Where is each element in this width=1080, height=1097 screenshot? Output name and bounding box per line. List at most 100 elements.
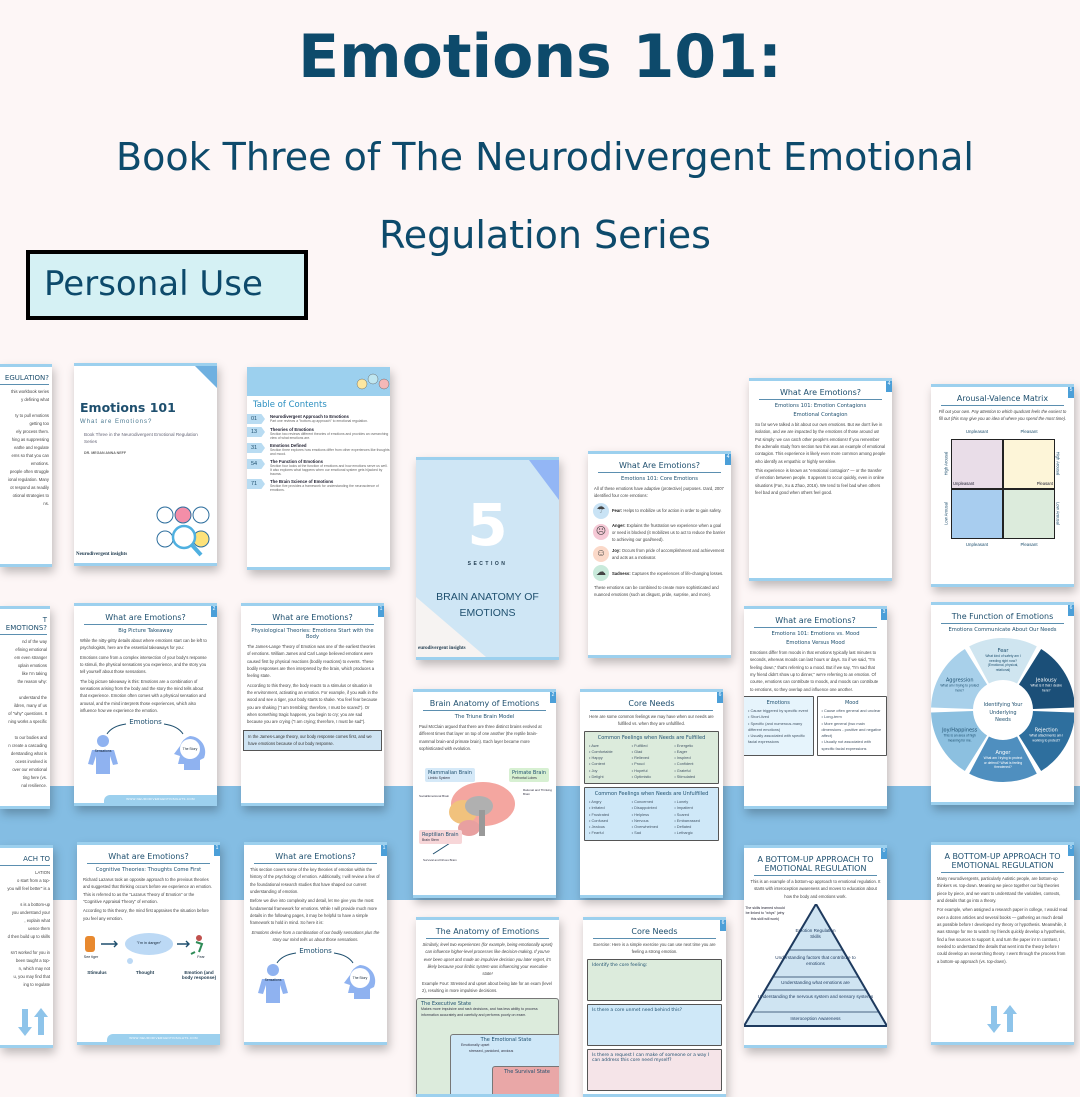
list-item: Optimistic xyxy=(632,774,672,780)
down-arrow xyxy=(987,1006,1001,1033)
page-number-tab: 0 xyxy=(1068,845,1074,856)
emotion-description: Sadness: Captures the experiences of lif… xyxy=(612,570,723,577)
text-line: ns. xyxy=(43,501,49,506)
text-line: you will feel better" is a xyxy=(7,886,50,891)
toc-entry-title: Emotions Defined xyxy=(270,443,307,448)
page-subheading: The Triune Brain Model xyxy=(454,714,515,720)
head-story-icon xyxy=(344,965,376,1000)
text-line: d then build up to skills xyxy=(7,934,50,939)
matrix-quadrant[interactable] xyxy=(1003,488,1055,539)
arrows-icon xyxy=(106,723,184,735)
toc-header-band xyxy=(247,370,390,396)
text-line: n, which may not xyxy=(18,966,50,971)
page-number-tab: 1 xyxy=(381,845,387,856)
text-line: ing to regulate xyxy=(23,982,50,987)
segment-question: This is an area of high meaning for me. xyxy=(943,733,976,742)
text-line: been taught a top- xyxy=(16,958,50,963)
section-number: 5 xyxy=(467,491,508,559)
text-line xyxy=(0,893,50,901)
core-emotion-item: ☂Fear: Helps to mobilize us for action i… xyxy=(593,502,726,519)
column-heading: Emotions xyxy=(766,700,790,707)
text-line: nal resilience. xyxy=(21,783,47,788)
list-item: Sad xyxy=(632,830,672,836)
toc-entry-title: The Brain Science of Emotions xyxy=(270,479,334,484)
story-label: The Story xyxy=(182,747,198,752)
emotion-name: Joy: xyxy=(612,547,621,553)
face xyxy=(174,506,192,524)
segment-emotion: Jealousy xyxy=(1035,677,1057,684)
segment-question: What am I trying to protect here? xyxy=(940,683,980,692)
segment-emotion: Anger xyxy=(995,750,1011,757)
list-item: Stimulated xyxy=(674,774,714,780)
emotion-name: Anger: xyxy=(612,522,626,528)
page-heading: A BOTTOM-UP APPROACH TO EMOTIONAL REGULA… xyxy=(754,855,877,876)
page-heading: What Are Emotions? xyxy=(759,388,882,400)
page-subheading: Big Picture Takeaway xyxy=(118,628,173,634)
paragraph: Similarly, level two experiences (for ex… xyxy=(422,942,553,977)
jumping-person-icon: ☺ xyxy=(593,546,609,563)
paragraph: Here are some common feelings we may hav… xyxy=(589,714,714,727)
text-line: nd of the way xyxy=(22,639,47,644)
website-footer: WWW.NEURODIVERGENTINSIGHTS.COM xyxy=(104,795,217,803)
toc-entry-desc: Section five provides a framework for un… xyxy=(270,484,379,492)
list-item: Eager xyxy=(674,749,714,755)
wheel-segment xyxy=(1018,711,1074,772)
cerebellum xyxy=(458,820,480,837)
running-person-icon: ☂ xyxy=(593,502,609,519)
page-heading: Core Needs xyxy=(590,699,713,711)
text-line: ot respond as readily xyxy=(10,485,49,490)
list-item: Helpless xyxy=(632,812,672,818)
list-item: Grateful xyxy=(674,768,714,774)
chain-caption: "I'm in danger" xyxy=(136,941,162,946)
page-number-tab: 1 xyxy=(378,606,384,617)
comparison-column-0: EmotionsCause triggered by specific even… xyxy=(744,696,814,756)
list-item: Joy xyxy=(589,768,629,774)
matrix-quadrant[interactable] xyxy=(1003,438,1055,489)
paragraph: Example Four: Stressed and upset about b… xyxy=(422,980,552,994)
up-down-arrows-icon xyxy=(987,1005,1017,1033)
brain-name: Reptilian Brain xyxy=(422,832,459,839)
list-item: Irritated xyxy=(589,805,629,811)
emotions-label: Emotions xyxy=(129,718,162,727)
head-shape xyxy=(267,964,279,977)
page-number-tab: 4 xyxy=(886,381,892,392)
page-subheading: Emotions 101: Emotion Contagions xyxy=(774,403,867,409)
text-line: ty to pull emotions xyxy=(15,413,49,418)
cover-author: DR. MEGAN ANNA NEFF xyxy=(84,450,127,455)
wheel-center xyxy=(975,682,1031,738)
matrix-right-label: Low Arousal xyxy=(1055,501,1061,525)
emotion-description: Anger: Explains the frustration we exper… xyxy=(612,522,726,543)
list-item: Fearful xyxy=(589,830,629,836)
toc-page-number: 71 xyxy=(247,479,265,489)
brain-region: Brain Stem xyxy=(422,838,439,843)
paragraph: Exercise: Here is a simple exercise you … xyxy=(593,942,716,955)
page-subheading: Emotions Versus Mood xyxy=(786,640,845,646)
thought-bubble xyxy=(125,933,173,956)
wheel-chart xyxy=(931,638,1074,782)
page-subheading: Physiological Theories: Emotions Start w… xyxy=(251,628,374,640)
matrix-quadrant[interactable] xyxy=(951,488,1003,539)
matrix-quadrant[interactable] xyxy=(951,438,1003,489)
text-line xyxy=(0,726,47,734)
chain-caption: Fear xyxy=(197,955,205,960)
